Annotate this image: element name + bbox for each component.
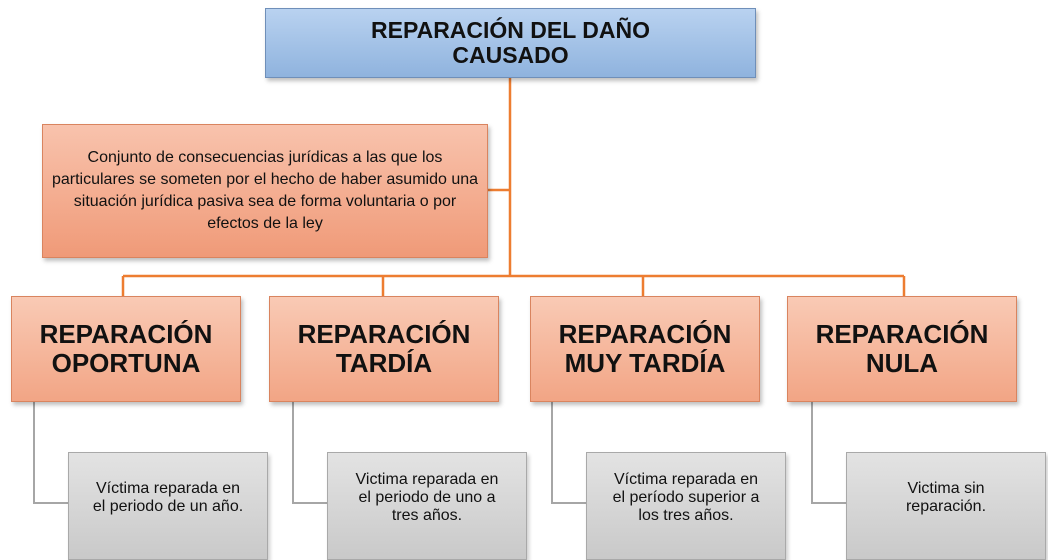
- type-label: REPARACIÓN OPORTUNA: [39, 319, 213, 378]
- desc-text: Víctima reparada en el periodo de un año…: [92, 480, 244, 515]
- desc-text: Víctima reparada en el período superior …: [612, 471, 760, 524]
- main-title-box: REPARACIÓN DEL DAÑO CAUSADO: [265, 8, 756, 78]
- desc-connector-1: [33, 402, 68, 504]
- type-label: REPARACIÓN MUY TARDÍA: [558, 319, 732, 378]
- type-box-nula: REPARACIÓN NULA: [787, 296, 1017, 402]
- type-box-tardia: REPARACIÓN TARDÍA: [269, 296, 499, 402]
- desc-connector-3: [551, 402, 586, 504]
- type-box-muy-tardia: REPARACIÓN MUY TARDÍA: [530, 296, 760, 402]
- definition-box: Conjunto de consecuencias jurídicas a la…: [42, 124, 488, 258]
- type-label: REPARACIÓN TARDÍA: [297, 319, 471, 378]
- definition-text: Conjunto de consecuencias jurídicas a la…: [51, 149, 479, 232]
- main-title: REPARACIÓN DEL DAÑO CAUSADO: [371, 17, 650, 68]
- desc-box-oportuna: Víctima reparada en el periodo de un año…: [68, 452, 268, 560]
- desc-box-tardia: Victima reparada en el periodo de uno a …: [327, 452, 527, 560]
- desc-connector-4: [811, 402, 846, 504]
- desc-box-nula: Victima sin reparación.: [846, 452, 1046, 560]
- type-label: REPARACIÓN NULA: [815, 319, 989, 378]
- desc-text: Victima sin reparación.: [905, 480, 987, 515]
- desc-text: Victima reparada en el periodo de uno a …: [355, 471, 499, 524]
- desc-box-muy-tardia: Víctima reparada en el período superior …: [586, 452, 786, 560]
- type-box-oportuna: REPARACIÓN OPORTUNA: [11, 296, 241, 402]
- desc-connector-2: [292, 402, 327, 504]
